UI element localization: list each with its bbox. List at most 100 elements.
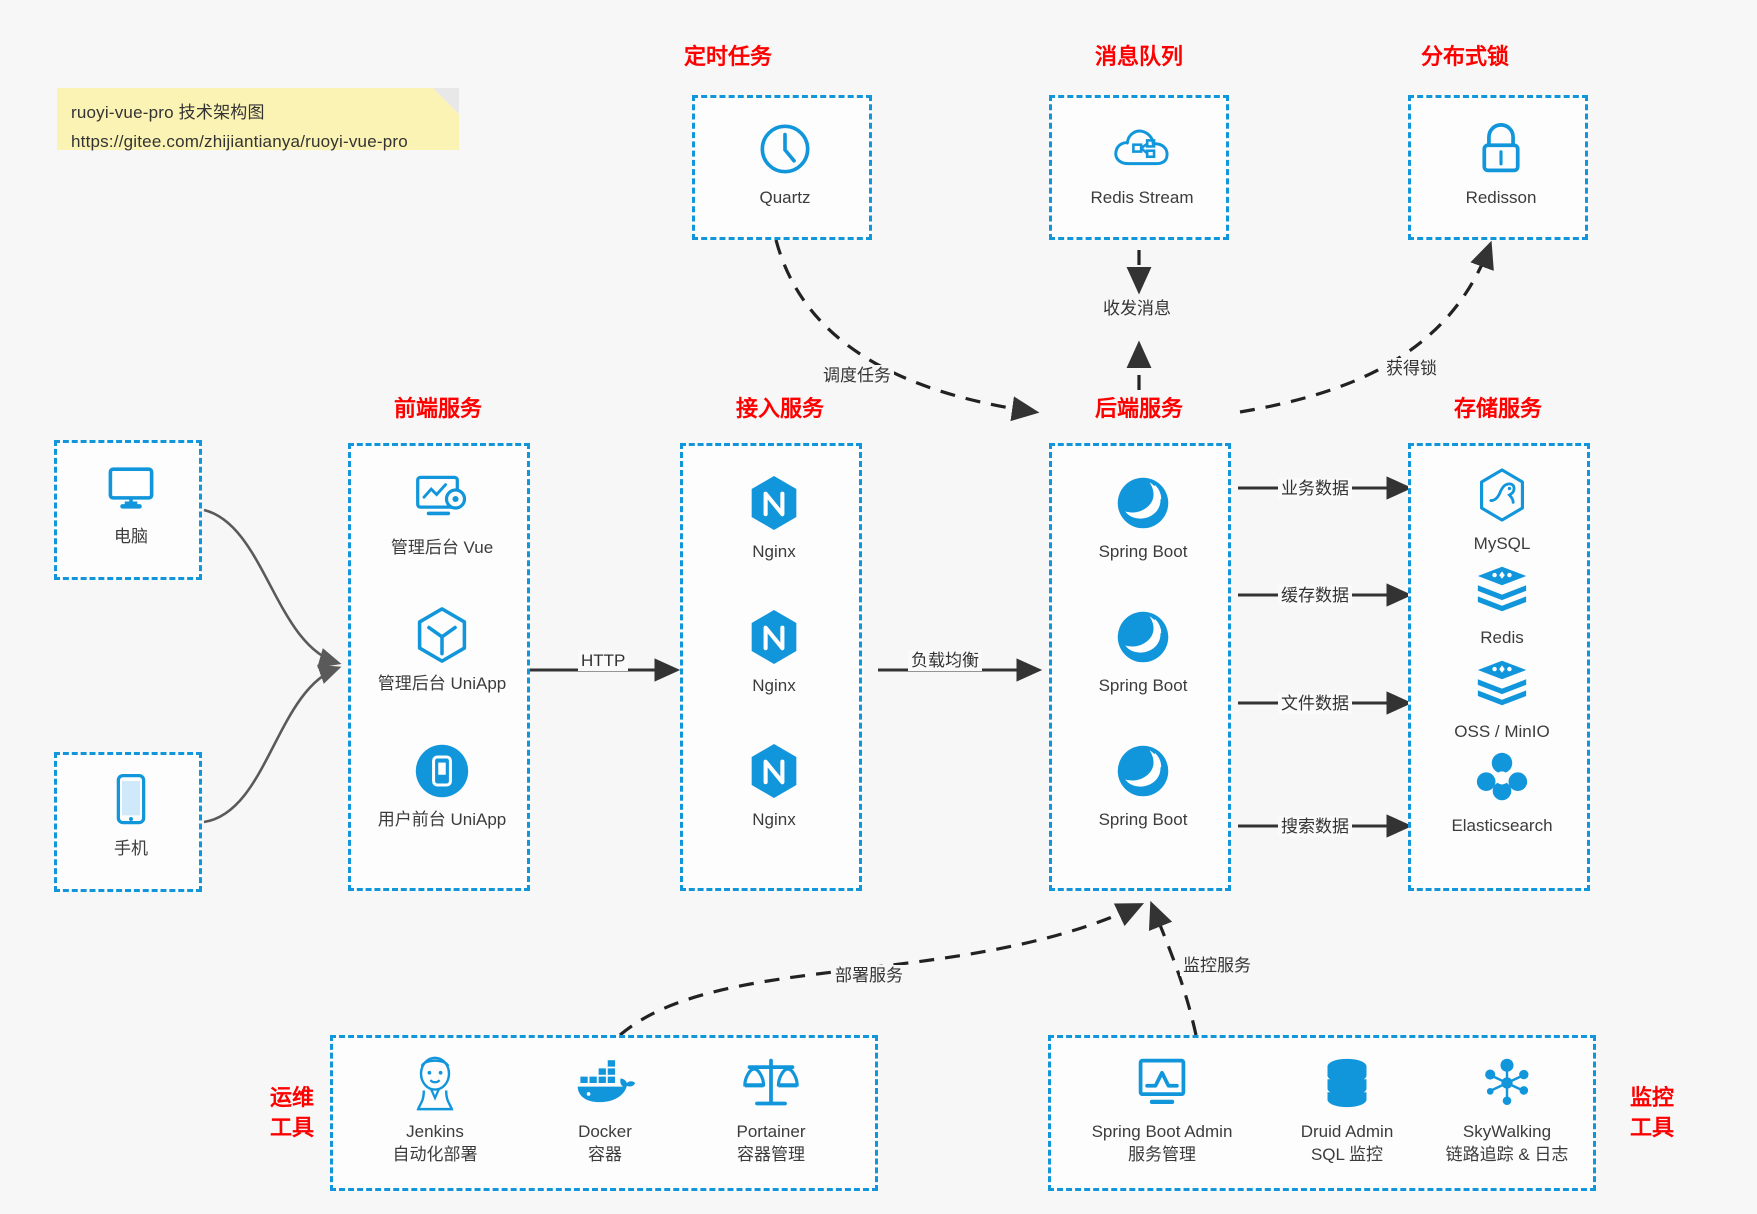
group-box-storage: MySQL Redis	[1408, 443, 1590, 891]
lock-icon	[1421, 118, 1581, 180]
node-druid-admin[interactable]: Druid Admin SQL 监控	[1267, 1052, 1427, 1166]
node-label: Quartz	[759, 188, 811, 207]
node-pc[interactable]: 电脑	[51, 457, 211, 548]
node-label: Portainer	[736, 1122, 806, 1141]
edge-label-schedule-task: 调度任务	[820, 365, 894, 386]
node-admin-uniapp[interactable]: 管理后台 UniApp	[362, 604, 522, 695]
clock-icon	[705, 118, 865, 180]
node-portainer[interactable]: Portainer 容器管理	[691, 1052, 851, 1166]
monitor-title-line1: 监控	[1629, 1085, 1674, 1110]
node-redis-stream[interactable]: Redis Stream	[1062, 118, 1222, 209]
spring-icon	[1063, 740, 1223, 802]
elasticsearch-icon	[1422, 746, 1582, 808]
node-label: Elasticsearch	[1451, 816, 1553, 835]
node-sublabel: SQL 监控	[1310, 1145, 1384, 1164]
mysql-icon	[1422, 464, 1582, 526]
node-redisson[interactable]: Redisson	[1421, 118, 1581, 209]
edge-label-load-balance: 负载均衡	[908, 650, 982, 671]
cloud-queue-icon	[1062, 118, 1222, 180]
node-label: OSS / MinIO	[1454, 722, 1550, 741]
redis-icon	[1422, 558, 1582, 620]
node-sublabel: 自动化部署	[392, 1145, 478, 1164]
node-spring-boot-3[interactable]: Spring Boot	[1063, 740, 1223, 831]
node-docker[interactable]: Docker 容器	[525, 1052, 685, 1166]
note-card: ruoyi-vue-pro 技术架构图 https://gitee.com/zh…	[57, 88, 459, 151]
nginx-icon	[694, 740, 854, 802]
node-label: Spring Boot	[1098, 542, 1188, 561]
node-spring-boot-1[interactable]: Spring Boot	[1063, 472, 1223, 563]
monitor-chart-icon	[1065, 1052, 1259, 1114]
node-label: Nginx	[752, 542, 796, 561]
group-box-message-queue: Redis Stream	[1049, 95, 1229, 240]
group-box-devops: Jenkins 自动化部署 Docker 容器	[330, 1035, 878, 1191]
scales-icon	[691, 1052, 851, 1114]
node-label: Redisson	[1465, 188, 1537, 207]
node-spring-boot-admin[interactable]: Spring Boot Admin 服务管理	[1065, 1052, 1259, 1166]
node-label: MySQL	[1473, 534, 1531, 553]
group-box-scheduled-task: Quartz	[692, 95, 872, 240]
node-jenkins[interactable]: Jenkins 自动化部署	[355, 1052, 515, 1166]
docker-icon	[525, 1052, 685, 1114]
node-mysql[interactable]: MySQL	[1422, 464, 1582, 555]
group-title-backend: 后端服务	[1094, 396, 1183, 421]
node-skywalking[interactable]: SkyWalking 链路追踪 & 日志	[1419, 1052, 1595, 1166]
node-label: 电脑	[114, 527, 148, 546]
node-label: Spring Boot	[1098, 810, 1188, 829]
node-label: 用户前台 UniApp	[377, 810, 507, 829]
group-box-monitor: Spring Boot Admin 服务管理 Druid Admin SQL 监…	[1048, 1035, 1596, 1191]
group-title-frontend: 前端服务	[393, 396, 482, 421]
edge-label-file-data: 文件数据	[1278, 693, 1352, 714]
node-sublabel: 容器管理	[737, 1145, 805, 1164]
node-label: Redis Stream	[1090, 188, 1194, 207]
group-title-scheduled-task: 定时任务	[683, 44, 772, 69]
app-icon	[362, 740, 522, 802]
node-label: Jenkins	[406, 1122, 464, 1141]
group-title-storage: 存储服务	[1453, 396, 1542, 421]
edge-label-business-data: 业务数据	[1278, 478, 1352, 499]
node-label: Druid Admin	[1300, 1122, 1394, 1141]
node-sublabel: 服务管理	[1128, 1145, 1196, 1164]
node-sublabel: 容器	[588, 1145, 622, 1164]
spring-icon	[1063, 472, 1223, 534]
node-spring-boot-2[interactable]: Spring Boot	[1063, 606, 1223, 697]
group-box-pc: 电脑	[54, 440, 202, 580]
note-line-url: https://gitee.com/zhijiantianya/ruoyi-vu…	[71, 132, 408, 151]
group-box-distributed-lock: Redisson	[1408, 95, 1588, 240]
node-nginx-3[interactable]: Nginx	[694, 740, 854, 831]
skywalking-icon	[1419, 1052, 1595, 1114]
node-elasticsearch[interactable]: Elasticsearch	[1422, 746, 1582, 837]
node-label: SkyWalking	[1462, 1122, 1552, 1141]
group-box-mobile: 手机	[54, 752, 202, 892]
node-redis[interactable]: Redis	[1422, 558, 1582, 649]
node-admin-vue[interactable]: 管理后台 Vue	[362, 468, 522, 559]
node-nginx-2[interactable]: Nginx	[694, 606, 854, 697]
node-mobile[interactable]: 手机	[51, 769, 211, 860]
edge-label-deploy-service: 部署服务	[832, 965, 906, 986]
node-sublabel: 链路追踪 & 日志	[1445, 1145, 1569, 1164]
node-label: Nginx	[752, 810, 796, 829]
edge-label-monitor-service: 监控服务	[1180, 955, 1254, 976]
devops-title-line1: 运维	[269, 1085, 314, 1110]
node-user-uniapp[interactable]: 用户前台 UniApp	[362, 740, 522, 831]
group-title-gateway: 接入服务	[735, 396, 824, 421]
node-nginx-1[interactable]: Nginx	[694, 472, 854, 563]
group-title-message-queue: 消息队列	[1094, 44, 1183, 69]
nginx-icon	[694, 472, 854, 534]
edge-label-cache-data: 缓存数据	[1278, 585, 1352, 606]
node-label: 手机	[114, 839, 148, 858]
edge-label-acquire-lock: 获得锁	[1383, 358, 1440, 379]
group-box-gateway: Nginx Nginx Nginx	[680, 443, 862, 891]
edge-label-http: HTTP	[578, 650, 629, 671]
nginx-icon	[694, 606, 854, 668]
node-label: Redis	[1480, 628, 1524, 647]
node-oss-minio[interactable]: OSS / MinIO	[1422, 652, 1582, 743]
desktop-icon	[51, 457, 211, 519]
node-label: Docker	[578, 1122, 632, 1141]
phone-icon	[51, 769, 211, 831]
jenkins-icon	[355, 1052, 515, 1114]
dashboard-icon	[362, 468, 522, 530]
node-label: 管理后台 Vue	[390, 538, 494, 557]
note-line-title: ruoyi-vue-pro 技术架构图	[71, 103, 265, 122]
node-quartz[interactable]: Quartz	[705, 118, 865, 209]
